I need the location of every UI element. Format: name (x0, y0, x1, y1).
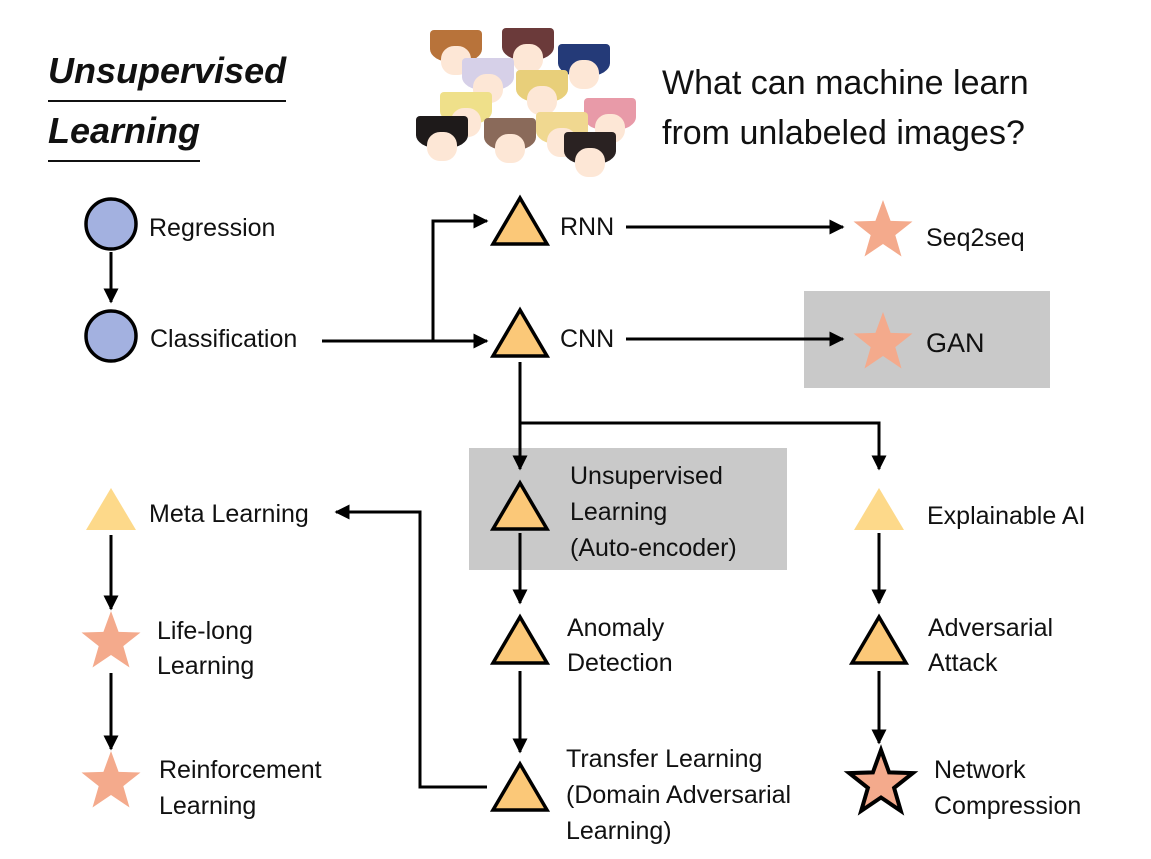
face-image (558, 44, 610, 96)
regression-label: Regression (149, 214, 276, 242)
lifelong-star-icon (81, 611, 141, 668)
autoencoder-label-line-1: Unsupervised (570, 462, 723, 490)
rnn-label: RNN (560, 213, 615, 241)
explainable-triangle-icon (854, 488, 904, 530)
seq2seq-star-icon (853, 200, 913, 257)
rnn-triangle-icon (489, 194, 551, 246)
arrow-transfer-meta (334, 504, 487, 789)
face-image (564, 132, 616, 184)
adversarial-triangle-icon (848, 613, 910, 665)
adversarial-label-line-2: Attack (928, 649, 998, 677)
face-image (516, 70, 568, 122)
question-text: What can machine learn from unlabeled im… (662, 58, 1029, 158)
meta-learning-label: Meta Learning (149, 500, 309, 528)
gan-star-icon (853, 312, 913, 369)
autoencoder-label-line-2: Learning (570, 498, 668, 526)
title-line-1: Unsupervised (48, 42, 287, 102)
face-image (502, 28, 554, 80)
gan-label: GAN (926, 328, 985, 358)
anomaly-triangle-icon (489, 613, 551, 665)
compression-label-line-1: Network (934, 756, 1026, 784)
adversarial-label-line-1: Adversarial (928, 614, 1054, 642)
arrow-cnn-explainable (520, 421, 887, 471)
title-line-2: Learning (48, 102, 201, 162)
lifelong-label-line-1: Life-long (157, 617, 253, 645)
cnn-label: CNN (560, 325, 615, 353)
classification-circle-icon (84, 309, 138, 363)
face-image (584, 98, 636, 150)
seq2seq-label: Seq2seq (926, 224, 1025, 252)
face-image (416, 116, 468, 168)
reinforcement-star-icon (81, 751, 141, 808)
question-line-2: from unlabeled images? (662, 114, 1025, 152)
transfer-label-line-3: Learning) (566, 817, 672, 845)
meta-triangle-icon (86, 488, 136, 530)
anomaly-label-line-1: Anomaly (567, 614, 665, 642)
autoencoder-triangle-icon (489, 479, 551, 531)
transfer-triangle-icon (489, 760, 551, 812)
reinforcement-label-line-1: Reinforcement (159, 756, 322, 784)
anomaly-label-line-2: Detection (567, 649, 673, 677)
transfer-label-line-1: Transfer Learning (566, 745, 763, 773)
anime-faces-collage (416, 28, 636, 177)
compression-star-icon (843, 744, 919, 816)
slide-title: Unsupervised Learning (48, 42, 287, 162)
autoencoder-label-line-3: (Auto-encoder) (570, 534, 737, 562)
cnn-triangle-icon (489, 306, 551, 358)
classification-label: Classification (150, 325, 298, 353)
regression-circle-icon (84, 197, 138, 251)
lifelong-label-line-2: Learning (157, 652, 255, 680)
question-line-1: What can machine learn (662, 64, 1029, 102)
explainable-label: Explainable AI (927, 502, 1086, 530)
compression-label-line-2: Compression (934, 792, 1082, 820)
transfer-label-line-2: (Domain Adversarial (566, 781, 792, 809)
gan-highlight-box (804, 291, 1050, 388)
reinforcement-label-line-2: Learning (159, 792, 257, 820)
arrow-classification-rnn (431, 213, 489, 341)
face-image (484, 118, 536, 170)
